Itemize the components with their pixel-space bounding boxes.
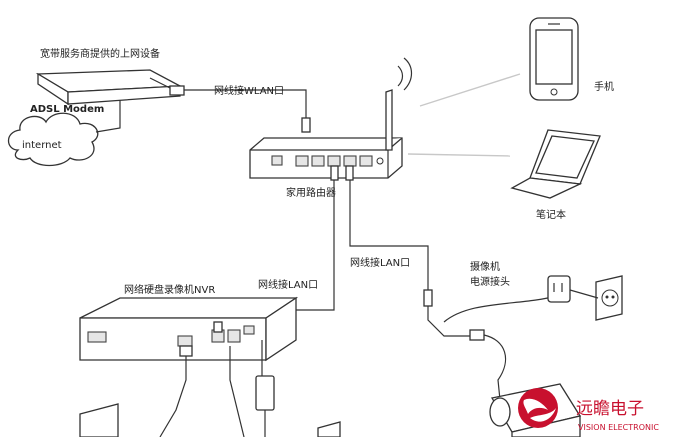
power-outlet-icon bbox=[595, 275, 623, 321]
vga-connector bbox=[179, 345, 193, 357]
power-adapter-icon bbox=[255, 375, 275, 437]
logo-name-cn: 远瞻电子 bbox=[576, 399, 644, 419]
camera-cable bbox=[483, 334, 507, 401]
router-label: 家用路由器 bbox=[286, 186, 336, 199]
laptop-icon bbox=[510, 129, 601, 199]
router-icon bbox=[249, 137, 403, 179]
laptop-label: 笔记本 bbox=[536, 208, 566, 221]
wan-cable-label: 网线接WLAN口 bbox=[214, 84, 284, 97]
adsl-modem-label: ADSL Modem bbox=[30, 104, 104, 115]
antenna-icon bbox=[385, 57, 413, 151]
logo-icon bbox=[518, 388, 558, 428]
lan-connector-router-2 bbox=[345, 165, 354, 181]
monitor-icon bbox=[317, 421, 341, 437]
isp-device-label: 宽带服务商提供的上网设备 bbox=[40, 47, 160, 60]
power-cable bbox=[443, 295, 557, 323]
modem-icon bbox=[35, 69, 183, 106]
cloud-icon bbox=[7, 112, 99, 167]
monitor-icon bbox=[79, 403, 119, 437]
lan-cable-camera bbox=[349, 180, 429, 290]
lan-connector-router-1 bbox=[330, 165, 339, 181]
wan-connector-modem bbox=[169, 85, 185, 96]
modem-internet-cable bbox=[95, 100, 121, 133]
lan-connector-camera bbox=[423, 289, 433, 307]
power-adapter-icon bbox=[547, 275, 571, 303]
wifi-link-laptop bbox=[407, 153, 511, 157]
camera-cable-join bbox=[427, 306, 470, 337]
adapter-outlet-link bbox=[569, 289, 599, 299]
lan-cable-nvr-label: 网线接LAN口 bbox=[258, 278, 318, 291]
wifi-link-phone bbox=[419, 73, 521, 107]
wan-connector-router bbox=[301, 117, 311, 133]
camera-power-label-1: 摄像机 bbox=[470, 260, 500, 273]
nvr-video-cable bbox=[159, 346, 187, 437]
phone-icon bbox=[529, 17, 579, 101]
logo-name-en: VISION ELECTRONIC bbox=[578, 423, 659, 432]
wan-cable bbox=[184, 89, 307, 118]
internet-label: internet bbox=[22, 140, 62, 151]
phone-label: 手机 bbox=[594, 80, 614, 93]
nvr-label: 网络硬盘录像机NVR bbox=[124, 283, 215, 296]
camera-cable-connector bbox=[469, 329, 485, 341]
lan-cable-camera-label: 网线接LAN口 bbox=[350, 256, 410, 269]
camera-power-label-2: 电源接头 bbox=[470, 275, 510, 288]
nvr-hdmi-cable bbox=[229, 346, 245, 437]
lan-connector-nvr bbox=[213, 321, 223, 333]
